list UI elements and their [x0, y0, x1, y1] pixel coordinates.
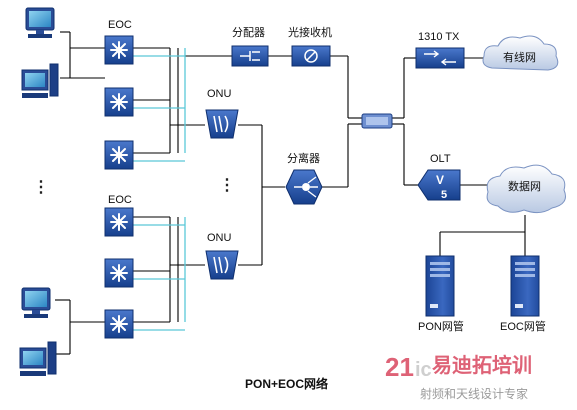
cyan-links [133, 48, 186, 331]
data-network-cloud-icon [486, 164, 566, 214]
eoc-switch-icon [104, 309, 134, 339]
pon-nms-server-icon [425, 255, 455, 317]
combiner-label: 分配器 [232, 26, 265, 39]
pc-icon [25, 7, 55, 39]
eoc-top-label: EOC [108, 19, 132, 31]
svg-text:21: 21 [385, 352, 414, 382]
cable-network-cloud-icon [482, 35, 559, 71]
pon-nms-label: PON网管 [418, 319, 464, 333]
transmitter-icon [415, 47, 465, 69]
optical-coupler-icon [361, 113, 393, 129]
vertical-ellipsis: ⋮ [33, 179, 49, 196]
optical-receiver-label: 光接收机 [288, 25, 332, 39]
olt-glyph: V [436, 173, 444, 187]
onu-top-label: ONU [207, 88, 232, 100]
onu-device-icon [205, 250, 239, 280]
onu-bottom-label: ONU [207, 232, 232, 244]
splitter-label: 分离器 [287, 151, 320, 165]
svg-text:射频和天线设计专家: 射频和天线设计专家 [420, 386, 528, 401]
olt-device-icon: V 5 [417, 169, 461, 201]
svg-text:易迪拓培训: 易迪拓培训 [432, 353, 532, 377]
pc-icon [21, 287, 51, 319]
svg-text:ic: ic [415, 359, 432, 381]
olt-digit: 5 [441, 189, 447, 201]
eoc-nms-label: EOC网管 [500, 319, 546, 333]
eoc-switch-icon [104, 207, 134, 237]
vertical-ellipsis: ⋮ [219, 177, 235, 194]
network-links [55, 31, 526, 355]
data-network-label: 数据网 [508, 179, 541, 193]
figure-caption: PON+EOC网络 [245, 376, 328, 391]
eoc-switch-icon [104, 140, 134, 170]
eoc-switch-icon [104, 258, 134, 288]
eoc-bottom-label: EOC [108, 194, 132, 206]
combiner-icon [231, 45, 269, 67]
eoc-switch-icon [104, 35, 134, 65]
eoc-switch-icon [104, 87, 134, 117]
desktop-pc-icon [19, 341, 57, 377]
onu-device-icon [205, 109, 239, 139]
desktop-pc-icon [21, 63, 59, 99]
optical-receiver-icon [291, 45, 331, 67]
eoc-nms-server-icon [510, 255, 540, 317]
tx-label: 1310 TX [418, 31, 460, 43]
olt-label: OLT [430, 153, 451, 165]
cable-network-label: 有线网 [503, 50, 536, 64]
splitter-icon [285, 169, 323, 205]
watermark-logo: 21 ic 易迪拓培训 射频和天线设计专家 [385, 352, 532, 401]
